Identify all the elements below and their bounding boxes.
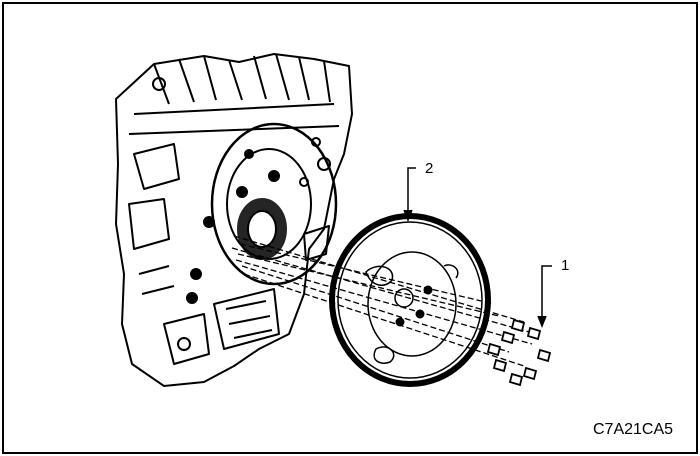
figure-code: C7A21CA5 xyxy=(593,421,674,438)
engine-flywheel-illustration xyxy=(115,53,552,387)
callout-1-label: 1 xyxy=(561,257,570,274)
flywheel xyxy=(329,213,491,387)
leader-lines xyxy=(403,167,552,329)
engine-block xyxy=(115,53,353,387)
flywheel-bolts xyxy=(486,318,552,387)
callout-2-label: 2 xyxy=(425,160,434,177)
